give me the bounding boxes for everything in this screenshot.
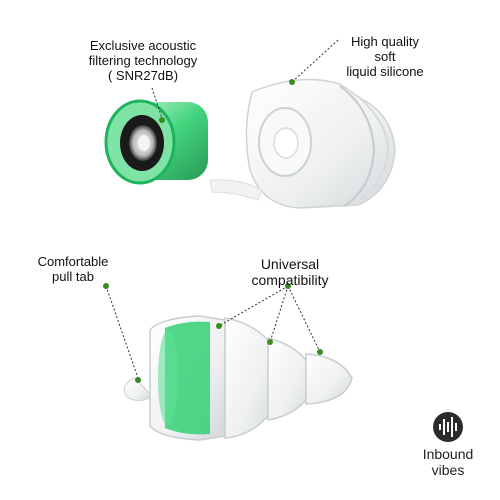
brand-name: Inbound vibes xyxy=(422,446,474,478)
earplug-image xyxy=(123,315,353,441)
acoustic-filter-image xyxy=(104,99,208,185)
brand-logo: Inbound vibes xyxy=(418,412,478,478)
callout-filter: Exclusive acoustic filtering technology … xyxy=(88,38,198,83)
sound-wave-icon xyxy=(433,412,463,442)
callout-pulltab: Comfortable pull tab xyxy=(37,254,109,284)
callout-universal: Universal compatibility xyxy=(251,256,329,288)
callout-silicone: High quality soft liquid silicone xyxy=(346,34,424,79)
marker-dots xyxy=(103,79,323,383)
silicone-tip-image xyxy=(209,78,396,209)
leader-lines xyxy=(105,39,339,379)
